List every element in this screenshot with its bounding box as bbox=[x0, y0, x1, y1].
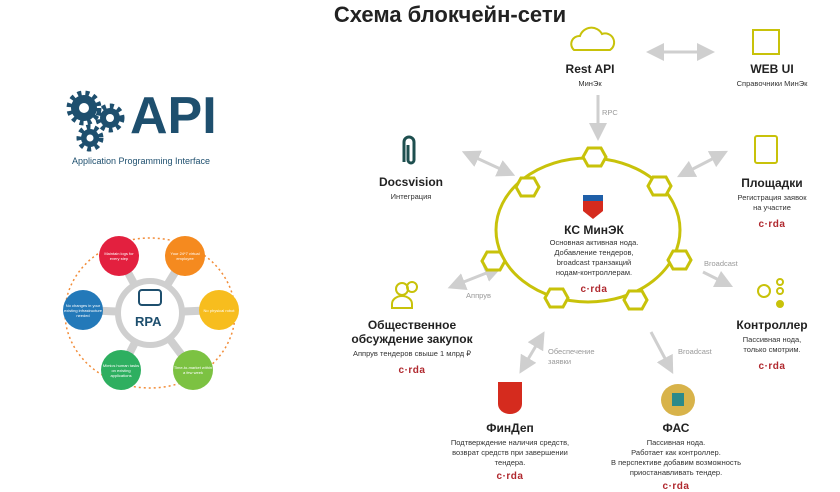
rpa-item: Mimics human tasks on existing applicati… bbox=[101, 350, 141, 390]
desc-line: В перспективе добавим возможность bbox=[611, 458, 741, 467]
rpa-item: Time-to-market within a few week bbox=[173, 350, 213, 390]
rpa-center-label: RPA bbox=[135, 314, 162, 329]
api-logo-subtitle: Application Programming Interface bbox=[72, 156, 211, 166]
share-icon bbox=[757, 278, 784, 308]
node-title: Контроллер bbox=[736, 318, 808, 332]
node-title: WEB UI bbox=[750, 62, 794, 76]
hexagon bbox=[480, 250, 507, 272]
hexagon-nodes bbox=[480, 146, 693, 311]
desc-line: нодам-контроллерам. bbox=[555, 268, 633, 277]
gears-icon bbox=[66, 90, 125, 152]
node-rest-api: Rest API МинЭк bbox=[566, 62, 615, 89]
node-fas: ФАС Пассивная нода.Работает как контролл… bbox=[611, 421, 741, 492]
node-title: Площадки bbox=[741, 176, 803, 190]
node-web-ui: WEB UI Справочники МинЭк bbox=[737, 62, 808, 89]
rpa-item: No physical robot bbox=[199, 290, 239, 330]
hexagon bbox=[543, 287, 570, 309]
secure-label-line: заявки bbox=[548, 357, 572, 366]
node-description: Подтверждение наличия средств,возврат ср… bbox=[451, 438, 569, 468]
hexagon bbox=[581, 146, 608, 168]
broadcast-label: Broadcast bbox=[678, 347, 712, 356]
corda-logo: c·rda bbox=[758, 361, 786, 372]
node-subtitle: Интеграция bbox=[390, 192, 432, 201]
desc-line: Регистрация заявок bbox=[737, 193, 807, 202]
paperclip-icon bbox=[402, 135, 416, 165]
rpa-diagram: RPA Maintain logs for every step Your 24… bbox=[55, 228, 245, 398]
desc-line: тендера. bbox=[494, 458, 526, 467]
secure-label-line: Обеспечение bbox=[548, 347, 595, 356]
people-icon bbox=[391, 281, 418, 309]
desc-line: Пассивная нода, bbox=[742, 335, 802, 344]
corda-logo: c·rda bbox=[496, 471, 524, 482]
robot-icon bbox=[138, 289, 162, 306]
approve-label: Аппрув bbox=[466, 291, 491, 300]
node-description: Основная активная нода. Добавление тенде… bbox=[550, 238, 639, 278]
node-title: Rest API bbox=[565, 62, 615, 76]
node-ks-minek: КС МинЭК Основная активная нода. Добавле… bbox=[550, 223, 639, 295]
api-logo-text: API bbox=[130, 87, 217, 145]
hexagon bbox=[666, 249, 693, 271]
moscow-coat-of-arms-icon bbox=[498, 382, 522, 414]
desc-line: Пассивная нода. bbox=[646, 438, 706, 447]
desc-line: на участие bbox=[753, 203, 791, 212]
web-ui-icon bbox=[752, 29, 780, 55]
desc-line: только смотрим. bbox=[743, 345, 801, 354]
title-line: обсуждение закупок bbox=[351, 332, 473, 346]
hexagon bbox=[646, 175, 673, 197]
connection-arrows bbox=[447, 43, 734, 374]
node-title: КС МинЭК bbox=[564, 223, 624, 237]
title-line: Общественное bbox=[367, 318, 457, 332]
desc-line: Работает как контроллер. bbox=[631, 448, 721, 457]
node-title: Docsvision bbox=[378, 175, 444, 189]
hexagon bbox=[514, 176, 541, 198]
desc-line: Основная активная нода. bbox=[549, 238, 639, 247]
desc-line: broadcast транзакций bbox=[556, 258, 632, 267]
corda-logo: c·rda bbox=[580, 284, 608, 295]
node-subtitle: Аппрув тендеров свыше 1 млрд ₽ bbox=[352, 349, 472, 358]
node-docsvision: Docsvision Интеграция bbox=[379, 175, 443, 202]
rpa-item: Your 24*7 virtual employee bbox=[165, 236, 205, 276]
desc-line: приостанавливать тендер. bbox=[629, 468, 723, 477]
tablet-icon bbox=[754, 135, 778, 164]
corda-logo: c·rda bbox=[662, 481, 690, 492]
node-description: Пассивная нода,только смотрим. bbox=[736, 335, 807, 355]
node-subtitle: МинЭк bbox=[578, 79, 602, 88]
node-subtitle: Справочники МинЭк bbox=[736, 79, 808, 88]
corda-logo: c·rda bbox=[758, 219, 786, 230]
node-controller: Контроллер Пассивная нода,только смотрим… bbox=[736, 318, 807, 372]
desc-line: Добавление тендеров, bbox=[554, 248, 634, 257]
corda-logo: c·rda bbox=[398, 365, 426, 376]
page-title: Схема блокчейн-сети bbox=[333, 2, 567, 27]
hexagon bbox=[622, 289, 649, 311]
rpa-item: Maintain logs for every step bbox=[99, 236, 139, 276]
api-logo: API Application Programming Interface bbox=[62, 88, 232, 168]
rpc-label: RPC bbox=[602, 108, 618, 117]
node-findep: ФинДеп Подтверждение наличия средств,воз… bbox=[451, 421, 569, 482]
node-description: Пассивная нода.Работает как контроллер.В… bbox=[611, 438, 741, 478]
node-title: ФАС bbox=[662, 421, 690, 435]
broadcast-label: Broadcast bbox=[704, 259, 738, 268]
rpa-item: No changes in your existing infrastructu… bbox=[63, 290, 103, 330]
cloud-icon bbox=[570, 26, 616, 51]
desc-line: возврат средств при завершении bbox=[452, 448, 568, 457]
desc-line: Подтверждение наличия средств, bbox=[450, 438, 570, 447]
node-title: ФинДеп bbox=[486, 421, 534, 435]
